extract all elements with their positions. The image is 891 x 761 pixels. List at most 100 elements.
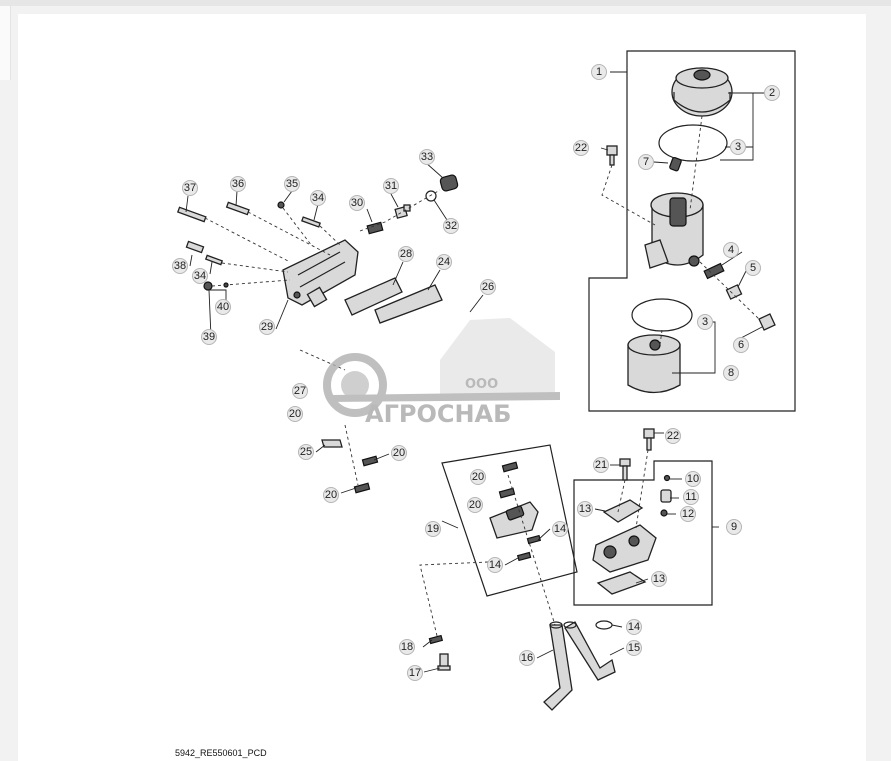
svg-text:32: 32 bbox=[445, 220, 457, 232]
svg-text:15: 15 bbox=[628, 642, 640, 654]
svg-text:22: 22 bbox=[667, 430, 679, 442]
stud-34-upper bbox=[301, 216, 321, 228]
svg-text:30: 30 bbox=[351, 197, 363, 209]
filter-cap bbox=[671, 67, 733, 117]
callout-15: 15 bbox=[626, 640, 642, 656]
svg-text:14: 14 bbox=[489, 559, 501, 571]
svg-text:20: 20 bbox=[472, 471, 484, 483]
drawing-code: 5942_RE550601_PCD bbox=[175, 748, 267, 758]
svg-text:14: 14 bbox=[554, 523, 566, 535]
bolt-37 bbox=[176, 206, 207, 223]
callout-36: 36 bbox=[230, 176, 246, 192]
callout-7: 7 bbox=[638, 154, 654, 170]
svg-text:11: 11 bbox=[685, 491, 696, 503]
plug-33 bbox=[439, 174, 459, 192]
o-ring-14-b bbox=[516, 551, 532, 562]
nut-39 bbox=[203, 281, 213, 291]
callout-1: 1 bbox=[591, 64, 607, 80]
callout-32: 32 bbox=[443, 218, 459, 234]
callout-16: 16 bbox=[519, 650, 535, 666]
gasket-24 bbox=[374, 284, 443, 324]
callout-13-upper: 13 bbox=[577, 501, 593, 517]
svg-text:27: 27 bbox=[294, 385, 306, 397]
svg-text:40: 40 bbox=[217, 301, 229, 313]
callout-35: 35 bbox=[284, 176, 300, 192]
svg-text:13: 13 bbox=[579, 503, 591, 515]
svg-text:16: 16 bbox=[521, 652, 533, 664]
svg-text:17: 17 bbox=[409, 667, 421, 679]
svg-text:10: 10 bbox=[687, 473, 699, 485]
callout-20-a: 20 bbox=[391, 445, 407, 461]
callout-20-b: 20 bbox=[323, 487, 339, 503]
callout-9: 9 bbox=[726, 519, 742, 535]
spring-11 bbox=[660, 489, 672, 503]
o-ring-20-a bbox=[361, 455, 379, 467]
callout-30: 30 bbox=[349, 195, 365, 211]
svg-text:39: 39 bbox=[203, 331, 215, 343]
svg-text:1: 1 bbox=[596, 66, 602, 78]
callout-26: 26 bbox=[480, 279, 496, 295]
top-bar bbox=[0, 0, 891, 6]
plug-6 bbox=[758, 313, 776, 331]
plug-5 bbox=[725, 284, 743, 300]
svg-text:9: 9 bbox=[731, 521, 737, 533]
o-ring-upper bbox=[658, 124, 728, 162]
svg-text:20: 20 bbox=[393, 447, 405, 459]
svg-text:4: 4 bbox=[728, 244, 734, 256]
diagram-sheet bbox=[18, 14, 866, 761]
watermark-prefix: ООО bbox=[465, 377, 498, 392]
spring-4 bbox=[703, 262, 725, 280]
svg-text:21: 21 bbox=[595, 459, 607, 471]
callout-40: 40 bbox=[215, 299, 231, 315]
svg-text:20: 20 bbox=[289, 408, 301, 420]
svg-text:33: 33 bbox=[421, 151, 433, 163]
callout-20-e: 20 bbox=[287, 406, 303, 422]
callout-13-lower: 13 bbox=[651, 571, 667, 587]
svg-text:29: 29 bbox=[261, 321, 273, 333]
callout-34-upper: 34 bbox=[310, 190, 326, 206]
assembly-19-bracket bbox=[441, 444, 578, 597]
bolt-36 bbox=[225, 201, 250, 216]
check-valve bbox=[669, 156, 682, 172]
callout-22-lower: 22 bbox=[665, 428, 681, 444]
filter-element bbox=[627, 334, 681, 394]
callout-3-upper: 3 bbox=[730, 139, 746, 155]
o-ring-20-b bbox=[353, 482, 371, 494]
callout-14-a: 14 bbox=[552, 521, 568, 537]
o-ring-20-c bbox=[501, 461, 519, 473]
plug-12 bbox=[660, 509, 668, 517]
svg-text:8: 8 bbox=[728, 367, 734, 379]
seal-32 bbox=[425, 190, 437, 202]
gasket-13-lower bbox=[596, 571, 647, 595]
watermark-logo: ООО АГРОСНАБ bbox=[323, 318, 560, 428]
callout-2: 2 bbox=[764, 85, 780, 101]
o-ring-lower bbox=[631, 298, 693, 332]
svg-text:31: 31 bbox=[385, 180, 397, 192]
callout-20-d: 20 bbox=[467, 497, 483, 513]
callout-5: 5 bbox=[745, 260, 761, 276]
callout-14-c: 14 bbox=[626, 619, 642, 635]
svg-text:5: 5 bbox=[750, 262, 756, 274]
svg-text:38: 38 bbox=[174, 260, 186, 272]
callout-12: 12 bbox=[680, 506, 696, 522]
svg-text:34: 34 bbox=[312, 192, 324, 204]
svg-text:12: 12 bbox=[682, 508, 694, 520]
bolt-22-lower bbox=[643, 428, 655, 451]
svg-text:19: 19 bbox=[427, 523, 439, 535]
svg-text:20: 20 bbox=[325, 489, 337, 501]
callout-37: 37 bbox=[182, 180, 198, 196]
svg-text:2: 2 bbox=[769, 87, 775, 99]
callout-20-c: 20 bbox=[470, 469, 486, 485]
filter-housing bbox=[644, 192, 704, 269]
svg-text:14: 14 bbox=[628, 621, 640, 633]
callout-11: 11 bbox=[683, 489, 699, 505]
adapter-block bbox=[489, 501, 539, 539]
callout-10: 10 bbox=[685, 471, 701, 487]
callout-27: 27 bbox=[292, 383, 308, 399]
svg-text:3: 3 bbox=[735, 141, 741, 153]
callout-39: 39 bbox=[201, 329, 217, 345]
fitting-31 bbox=[394, 204, 411, 219]
gasket-28 bbox=[344, 277, 403, 316]
svg-text:28: 28 bbox=[400, 248, 412, 260]
